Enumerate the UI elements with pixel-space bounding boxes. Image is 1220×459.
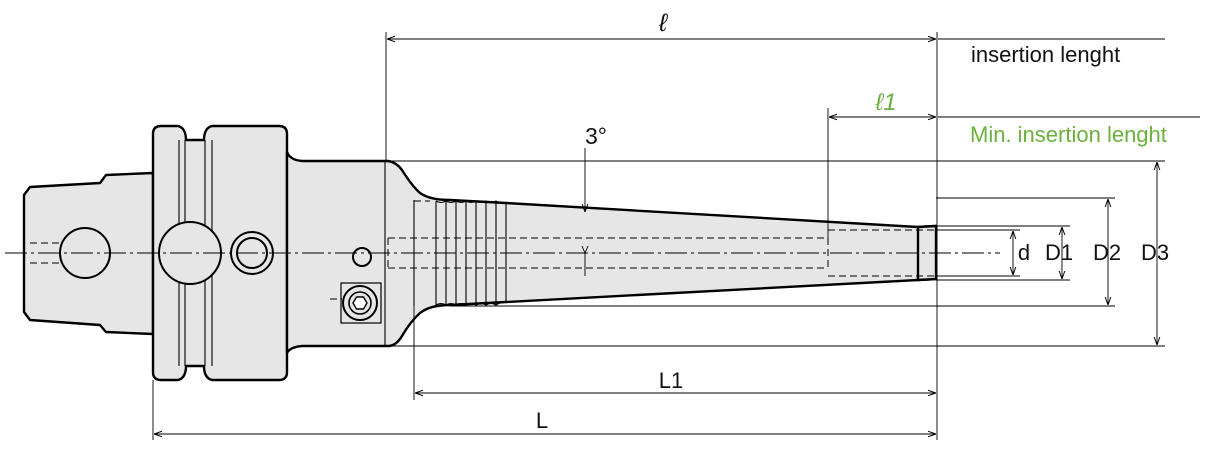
label-d: d <box>1018 240 1030 265</box>
dimension-lines <box>154 39 1157 434</box>
label-L: L <box>536 408 548 433</box>
label-angle: 3° <box>585 123 607 149</box>
extension-lines <box>152 32 1200 440</box>
main-body <box>285 150 938 355</box>
nose-tip <box>916 224 938 282</box>
set-screw-icon <box>330 282 382 324</box>
label-D2: D2 <box>1093 240 1121 265</box>
small-port <box>352 247 372 267</box>
label-min-insertion-length: Min. insertion lenght <box>970 122 1167 147</box>
label-insertion-length: insertion lenght <box>971 42 1120 67</box>
label-D1: D1 <box>1045 240 1073 265</box>
angle-arrow <box>581 245 589 255</box>
label-D3: D3 <box>1141 240 1169 265</box>
label-l1: ℓ1 <box>874 89 896 116</box>
label-L1: L1 <box>659 368 683 393</box>
label-l: ℓ <box>658 9 668 37</box>
